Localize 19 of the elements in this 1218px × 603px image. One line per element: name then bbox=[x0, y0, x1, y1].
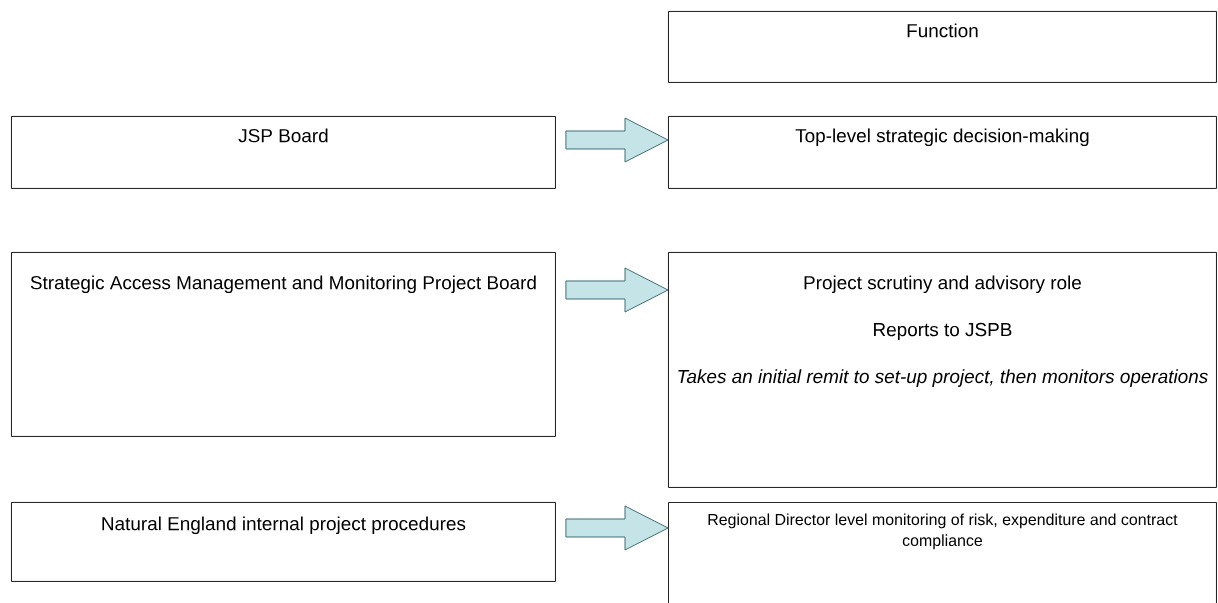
text-box bbox=[668, 116, 1217, 189]
box-text: JSP Board bbox=[238, 128, 328, 143]
box-text: Reports to JSPB bbox=[874, 322, 1012, 340]
box-text: Function bbox=[907, 23, 978, 38]
box-text: Takes an initial remit to set-up project, then monitors operations bbox=[678, 369, 1208, 387]
box-text: Top-level strategic decision-making bbox=[795, 128, 1089, 147]
box-text: Natural England internal project procedures bbox=[102, 516, 466, 535]
text-box bbox=[668, 11, 1217, 83]
block-arrow bbox=[565, 267, 669, 313]
text-box bbox=[668, 252, 1217, 488]
box-text: Strategic Access Management and Monitoring Project Board bbox=[30, 275, 536, 294]
block-arrow bbox=[565, 117, 669, 163]
text-box bbox=[11, 116, 556, 189]
box-text: Project scrutiny and advisory role bbox=[804, 275, 1081, 294]
text-box bbox=[11, 502, 556, 582]
box-text: Regional Director level monitoring of risk, expenditure and contract compliance bbox=[708, 513, 1178, 550]
text-box bbox=[668, 502, 1217, 603]
block-arrow bbox=[565, 505, 669, 551]
text-box bbox=[11, 252, 556, 437]
